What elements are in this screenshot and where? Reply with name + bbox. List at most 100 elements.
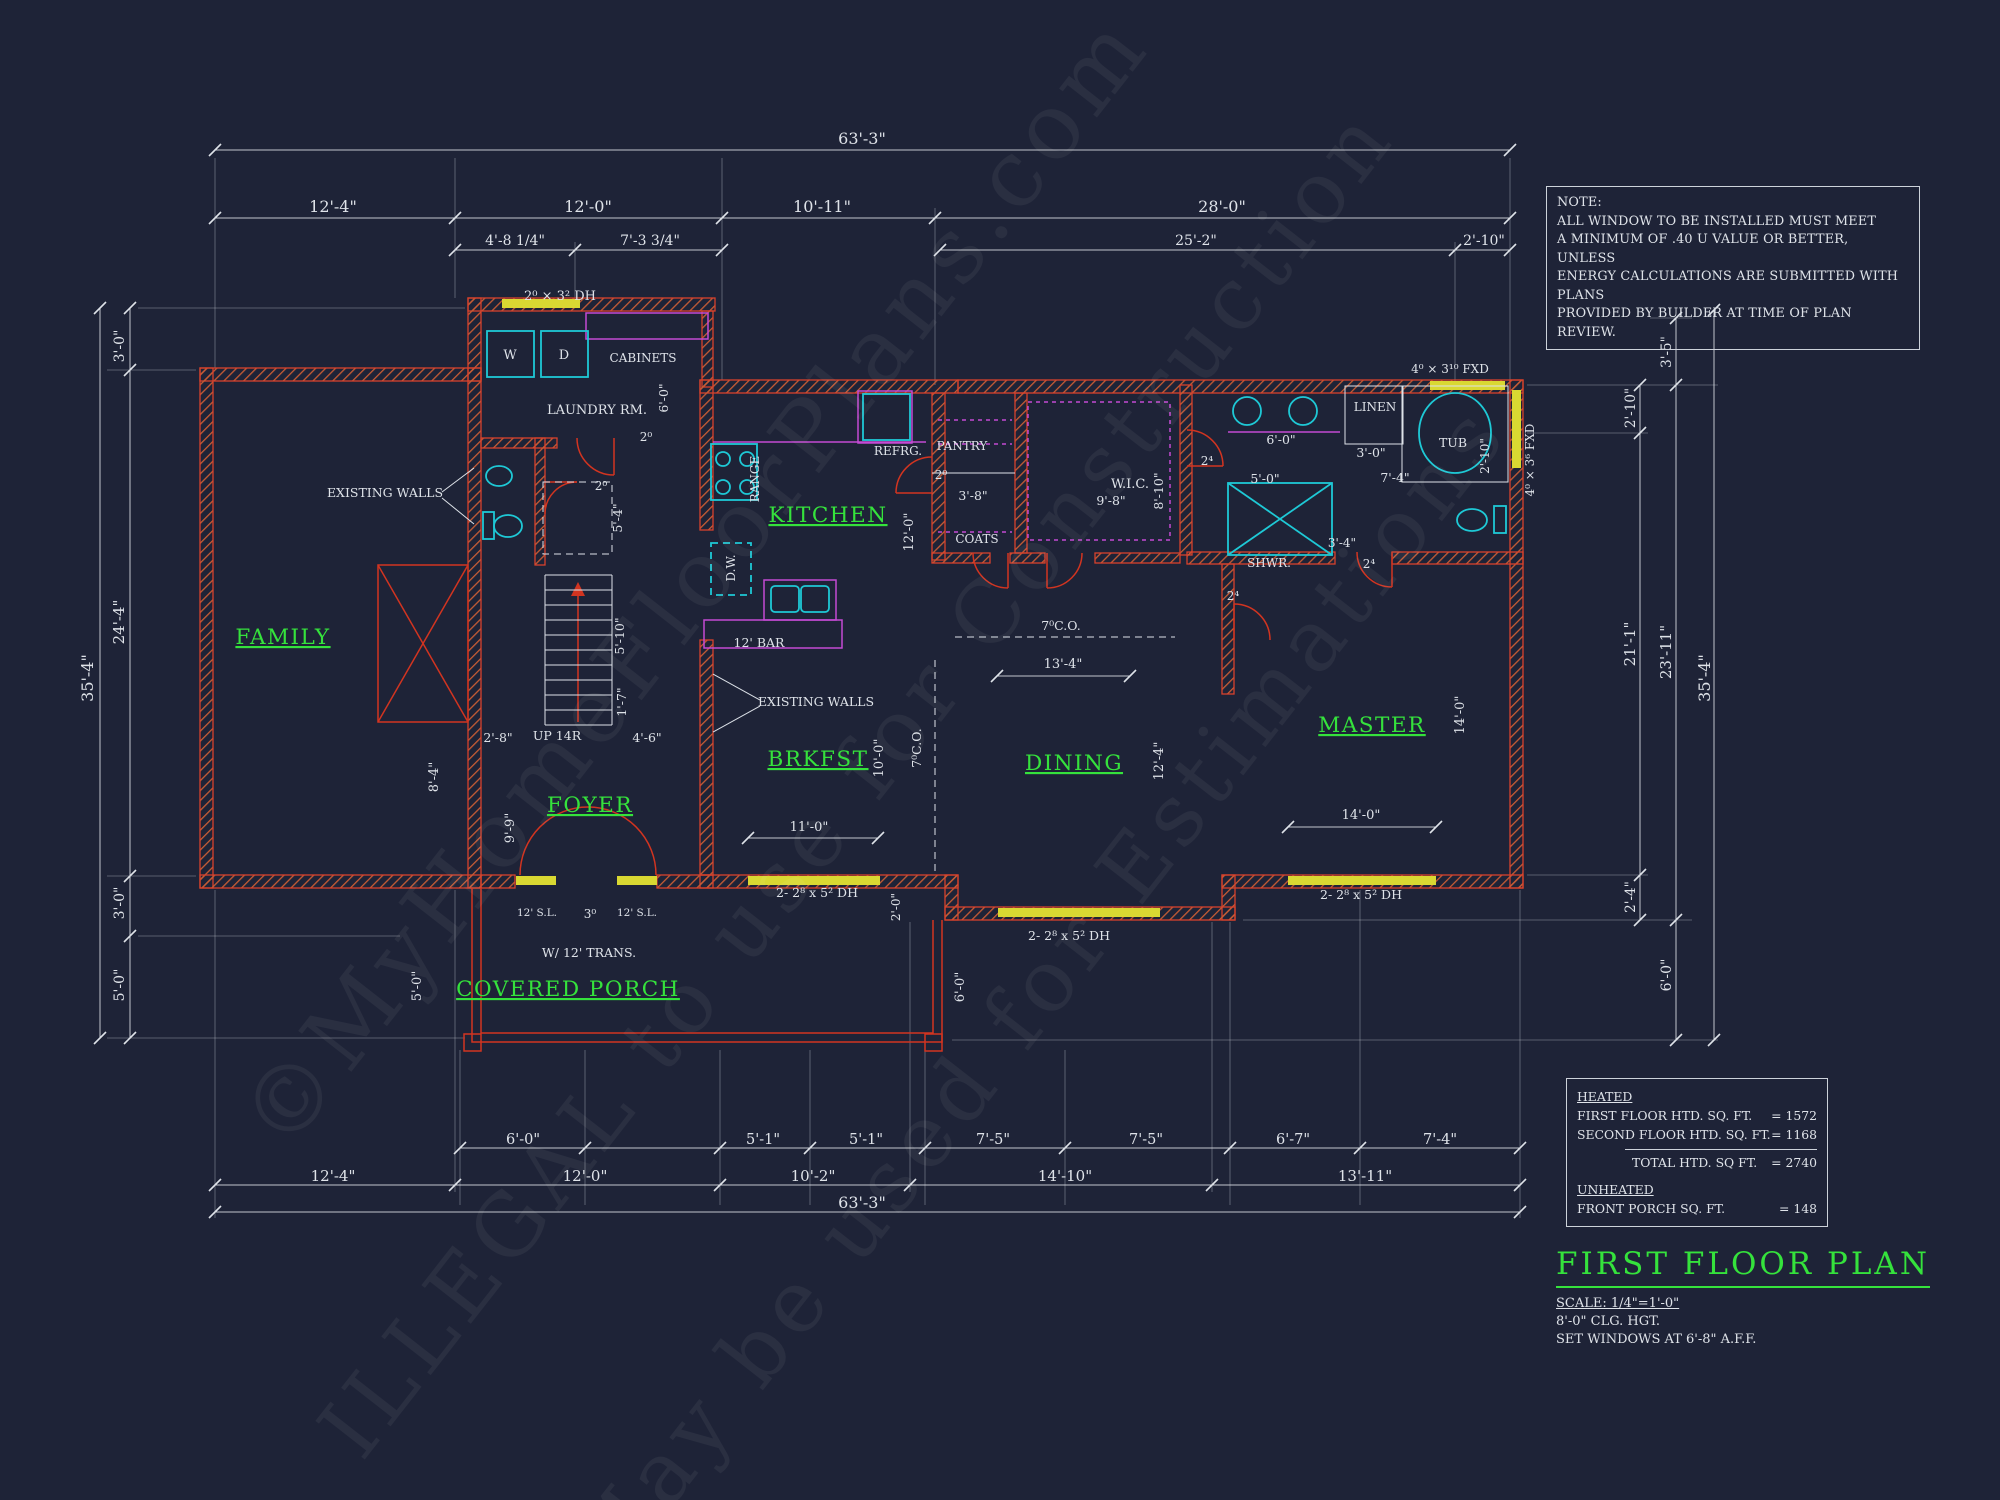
annotation-label: 12' S.L. <box>617 907 657 919</box>
annotation-label: LAUNDRY RM. <box>547 403 647 418</box>
note-line: A MINIMUM OF .40 U VALUE OR BETTER, UNLE… <box>1557 232 1849 266</box>
annotation-label: 35'-4" <box>78 654 97 702</box>
note-title: NOTE: <box>1557 195 1602 210</box>
row-value: = 148 <box>1779 1201 1817 1217</box>
annotation-label: 2⁴ <box>1201 454 1214 468</box>
annotation-label: 2⁰ <box>595 479 608 493</box>
annotation-label: EXISTING WALLS <box>758 694 874 709</box>
annotation-label: 6'-0" <box>1659 959 1675 992</box>
doors-and-porch <box>377 429 1393 1052</box>
refrigerator-icon <box>862 393 911 441</box>
washer-icon <box>486 330 535 378</box>
sidelight-icon <box>617 876 657 885</box>
annotation-label: 6'-0" <box>953 972 968 1003</box>
annotation-label: 2'-8" <box>483 730 512 745</box>
porch-outline <box>471 888 943 1043</box>
annotation-label: COATS <box>955 532 998 546</box>
annotation-label: 4'-6" <box>632 730 661 745</box>
row-value: = 1168 <box>1771 1127 1817 1143</box>
wic-shelving-icon <box>1027 401 1171 541</box>
annotation-label: 3'-0" <box>112 330 128 363</box>
table-row: FRONT PORCH SQ. FT. = 148 <box>1577 1199 1817 1218</box>
room-label-master: MASTER <box>1318 713 1426 738</box>
door-swing-icon <box>1186 429 1224 467</box>
room-label-dining: DINING <box>1025 751 1123 776</box>
dishwasher-icon <box>710 542 752 596</box>
extension-lines <box>107 158 1718 1218</box>
shower-x-icon <box>1227 482 1333 556</box>
cabinets-icon <box>585 312 709 340</box>
shower-icon <box>1227 482 1333 556</box>
annotation-label: 7'-3 3/4" <box>620 233 680 249</box>
note-line: PROVIDED BY BUILDER AT TIME OF PLAN REVI… <box>1557 306 1852 340</box>
annotation-label: PANTRY <box>937 439 989 453</box>
annotation-label: 12' BAR <box>734 635 786 650</box>
annotation-label: 8'-4" <box>427 762 442 793</box>
annotation-label: RANGE <box>748 456 762 503</box>
annotation-label: 6'-7" <box>1276 1132 1310 1148</box>
annotation-label: 2'-4" <box>1623 881 1639 913</box>
lav-sink-icon <box>1232 396 1262 426</box>
heated-header: HEATED <box>1577 1089 1633 1104</box>
annotation-label: 8'-10" <box>1151 472 1166 509</box>
annotation-label: 12'-0" <box>902 513 917 552</box>
annotation-label: 35'-4" <box>1695 654 1714 702</box>
cabinetry <box>585 312 1340 649</box>
annotation-label: 1'-7" <box>614 687 629 716</box>
annotation-label: 28'-0" <box>1198 197 1246 216</box>
annotation-label: REFRG. <box>874 444 922 458</box>
annotation-label: 10'-11" <box>793 197 851 216</box>
door-swing-icon <box>519 806 589 876</box>
stair-arrow-head <box>571 582 585 596</box>
annotation-label: 14'-0" <box>1453 696 1468 735</box>
annotation-label: 2'-10" <box>1463 233 1505 249</box>
annotation-label: 7'-4" <box>1423 1132 1457 1148</box>
door-swing-icon <box>1233 603 1271 641</box>
leader-line <box>441 497 475 525</box>
toilet-icon <box>1456 508 1488 532</box>
annotation-label: 24'-4" <box>110 600 128 645</box>
note-line: ALL WINDOW TO BE INSTALLED MUST MEET <box>1557 213 1877 229</box>
total-value: = 2740 <box>1771 1154 1817 1170</box>
annotation-label: 11'-0" <box>790 820 829 835</box>
island-icon <box>763 579 837 621</box>
annotation-label: 2⁴ <box>1363 557 1376 571</box>
annotation-label: 5'-0" <box>410 971 425 1002</box>
lav-sink-icon <box>1288 396 1318 426</box>
room-label-covered-porch: COVERED PORCH <box>456 977 680 1002</box>
leader-line <box>712 705 761 733</box>
window-icon <box>502 299 580 308</box>
porch-outline <box>480 888 934 1034</box>
annotation-label: 7⁰C.O. <box>1041 618 1081 633</box>
annotation-label: LINEN <box>1354 400 1396 414</box>
dryer-icon <box>540 330 589 378</box>
annotation-label: W.I.C. <box>1111 477 1149 492</box>
annotation-label: 3'-5" <box>1659 336 1675 368</box>
annotation-label: 5'-1" <box>849 1132 883 1148</box>
annotation-label: 2- 2⁸ x 5² DH <box>776 885 858 900</box>
annotation-label: 2'-10" <box>1478 438 1492 474</box>
window-icon <box>1512 390 1521 468</box>
window-icon <box>998 908 1160 917</box>
window-height-note: SET WINDOWS AT 6'-8" A.F.F. <box>1556 1332 1757 1347</box>
annotation-label: 3'-0" <box>112 887 128 920</box>
door-swing-icon <box>895 456 933 494</box>
annotation-label: 5'-0" <box>1250 471 1279 486</box>
annotation-labels: 63'-3"12'-4"12'-0"10'-11"28'-0"4'-8 1/4"… <box>78 129 1714 1212</box>
annotation-label: 21'-1" <box>1621 622 1639 667</box>
overhead-dashed-box <box>542 481 613 555</box>
annotation-label: 9'-8" <box>1096 493 1125 508</box>
annotation-label: 10'-2" <box>791 1167 836 1185</box>
leader-line <box>441 467 475 493</box>
porch-post-icon <box>463 1033 482 1052</box>
annotation-label: W/ 12' TRANS. <box>542 945 636 960</box>
sink-icon <box>485 465 513 487</box>
title-block: FIRST FLOOR PLAN SCALE: 1/4"=1'-0" 8'-0"… <box>1556 1246 1930 1350</box>
annotation-label: 14'-0" <box>1342 808 1381 823</box>
annotation-label: SHWR. <box>1247 556 1291 570</box>
scale-note: SCALE: 1/4"=1'-0" <box>1556 1296 1680 1311</box>
leader-line <box>712 673 761 701</box>
